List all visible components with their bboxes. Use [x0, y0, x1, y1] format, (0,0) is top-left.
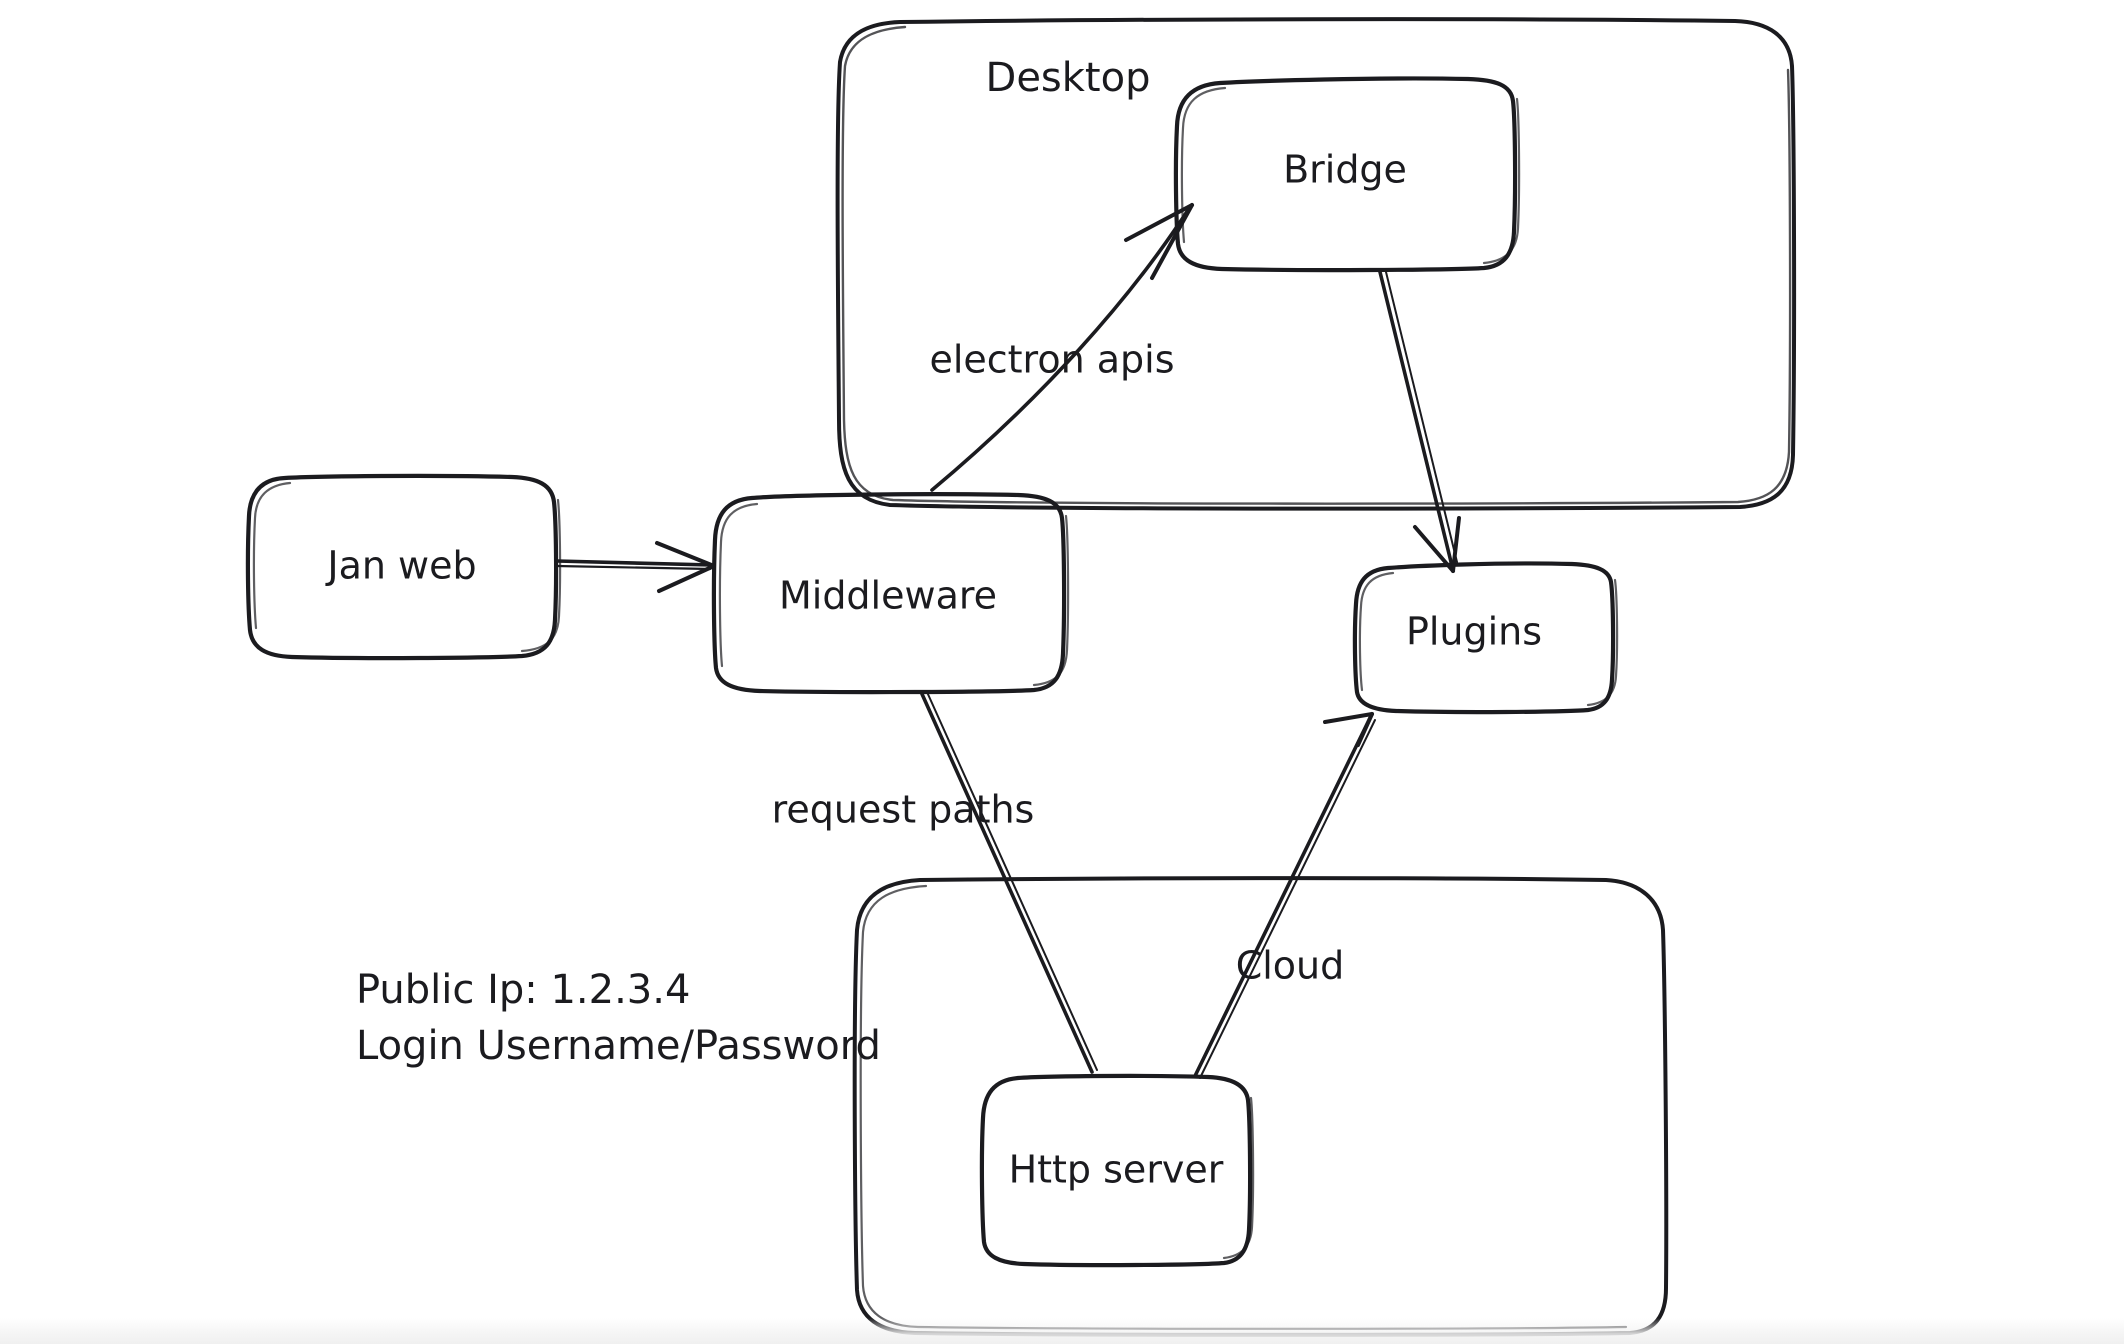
- group-label-desktop: Desktop: [986, 55, 1151, 101]
- edge-http-server-to-plugins[interactable]: Cloud: [1193, 712, 1376, 1079]
- edge-bridge-to-plugins[interactable]: [1378, 270, 1461, 573]
- note-text-public-ip: Public Ip: 1.2.3.4: [356, 967, 690, 1013]
- note-login[interactable]: Login Username/Password: [356, 1023, 881, 1069]
- edge-middleware-to-bridge[interactable]: electron apis: [929, 203, 1194, 492]
- note-text-login: Login Username/Password: [356, 1023, 881, 1069]
- edge-jan-web-to-middleware[interactable]: [555, 541, 716, 593]
- edge-label-cloud: Cloud: [1236, 944, 1345, 988]
- edge-middleware-to-http-server[interactable]: request paths: [772, 691, 1098, 1074]
- node-label-http-server: Http server: [1009, 1148, 1224, 1192]
- node-label-bridge: Bridge: [1283, 148, 1407, 192]
- node-plugins[interactable]: Plugins: [1352, 561, 1619, 715]
- note-public-ip[interactable]: Public Ip: 1.2.3.4: [356, 967, 690, 1013]
- edge-label-electron-apis: electron apis: [929, 338, 1174, 382]
- node-jan-web[interactable]: Jan web: [245, 473, 562, 661]
- node-label-jan-web: Jan web: [325, 544, 476, 588]
- node-label-middleware: Middleware: [779, 574, 997, 618]
- node-bridge[interactable]: Bridge: [1173, 76, 1521, 273]
- node-label-plugins: Plugins: [1406, 610, 1542, 654]
- group-desktop[interactable]: Desktop: [835, 17, 1797, 511]
- edge-label-request-paths: request paths: [772, 788, 1035, 832]
- node-http-server[interactable]: Http server: [979, 1073, 1255, 1268]
- node-middleware[interactable]: Middleware: [711, 492, 1070, 695]
